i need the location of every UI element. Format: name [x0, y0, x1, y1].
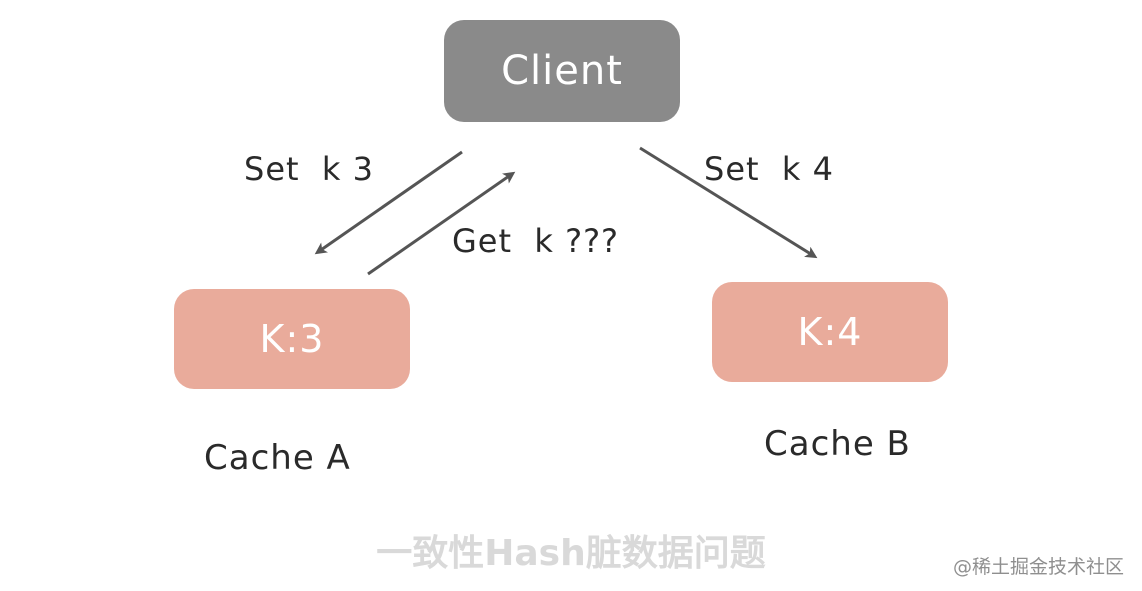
client-node-label: Client: [501, 48, 623, 94]
edge-label-set-k3: Set k 3: [244, 150, 374, 188]
caption-cache-a: Cache A: [204, 438, 351, 478]
cache-b-node-label: K:4: [797, 310, 863, 354]
caption-cache-b: Cache B: [764, 424, 911, 464]
client-node: Client: [444, 20, 680, 122]
diagram-title: 一致性Hash脏数据问题: [376, 533, 766, 574]
watermark: @稀土掘金技术社区: [952, 556, 1124, 578]
edge-label-set-k4: Set k 4: [704, 150, 834, 188]
edge-label-get-k: Get k ???: [452, 222, 620, 260]
arrow-client-to-cache-a: [314, 150, 463, 255]
arrow-cache-a-to-client: [367, 171, 516, 276]
cache-b-node: K:4: [712, 282, 948, 382]
cache-a-node-label: K:3: [259, 317, 325, 361]
cache-a-node: K:3: [174, 289, 410, 389]
arrow-client-to-cache-b: [639, 146, 818, 259]
